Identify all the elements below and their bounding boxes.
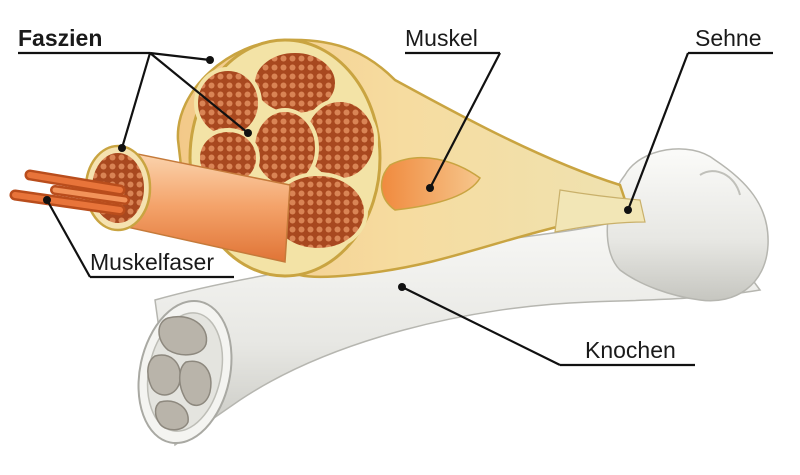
label-muskelfaser: Muskelfaser	[90, 249, 214, 275]
label-knochen: Knochen	[585, 337, 676, 363]
muscle-core	[380, 156, 481, 211]
label-muskel: Muskel	[405, 25, 478, 51]
tendon	[554, 189, 646, 233]
label-faszien: Faszien	[18, 25, 102, 51]
bone-head	[606, 148, 769, 302]
leader-sehne	[624, 51, 773, 214]
label-sehne: Sehne	[695, 25, 762, 51]
leader-knochen	[398, 283, 695, 367]
leader-muskelfaser	[43, 196, 234, 279]
muscle-fibers	[9, 169, 130, 216]
leader-faszien	[18, 51, 252, 152]
bone	[137, 148, 769, 447]
leader-muskel	[405, 51, 501, 192]
bone-marrow	[147, 315, 212, 431]
